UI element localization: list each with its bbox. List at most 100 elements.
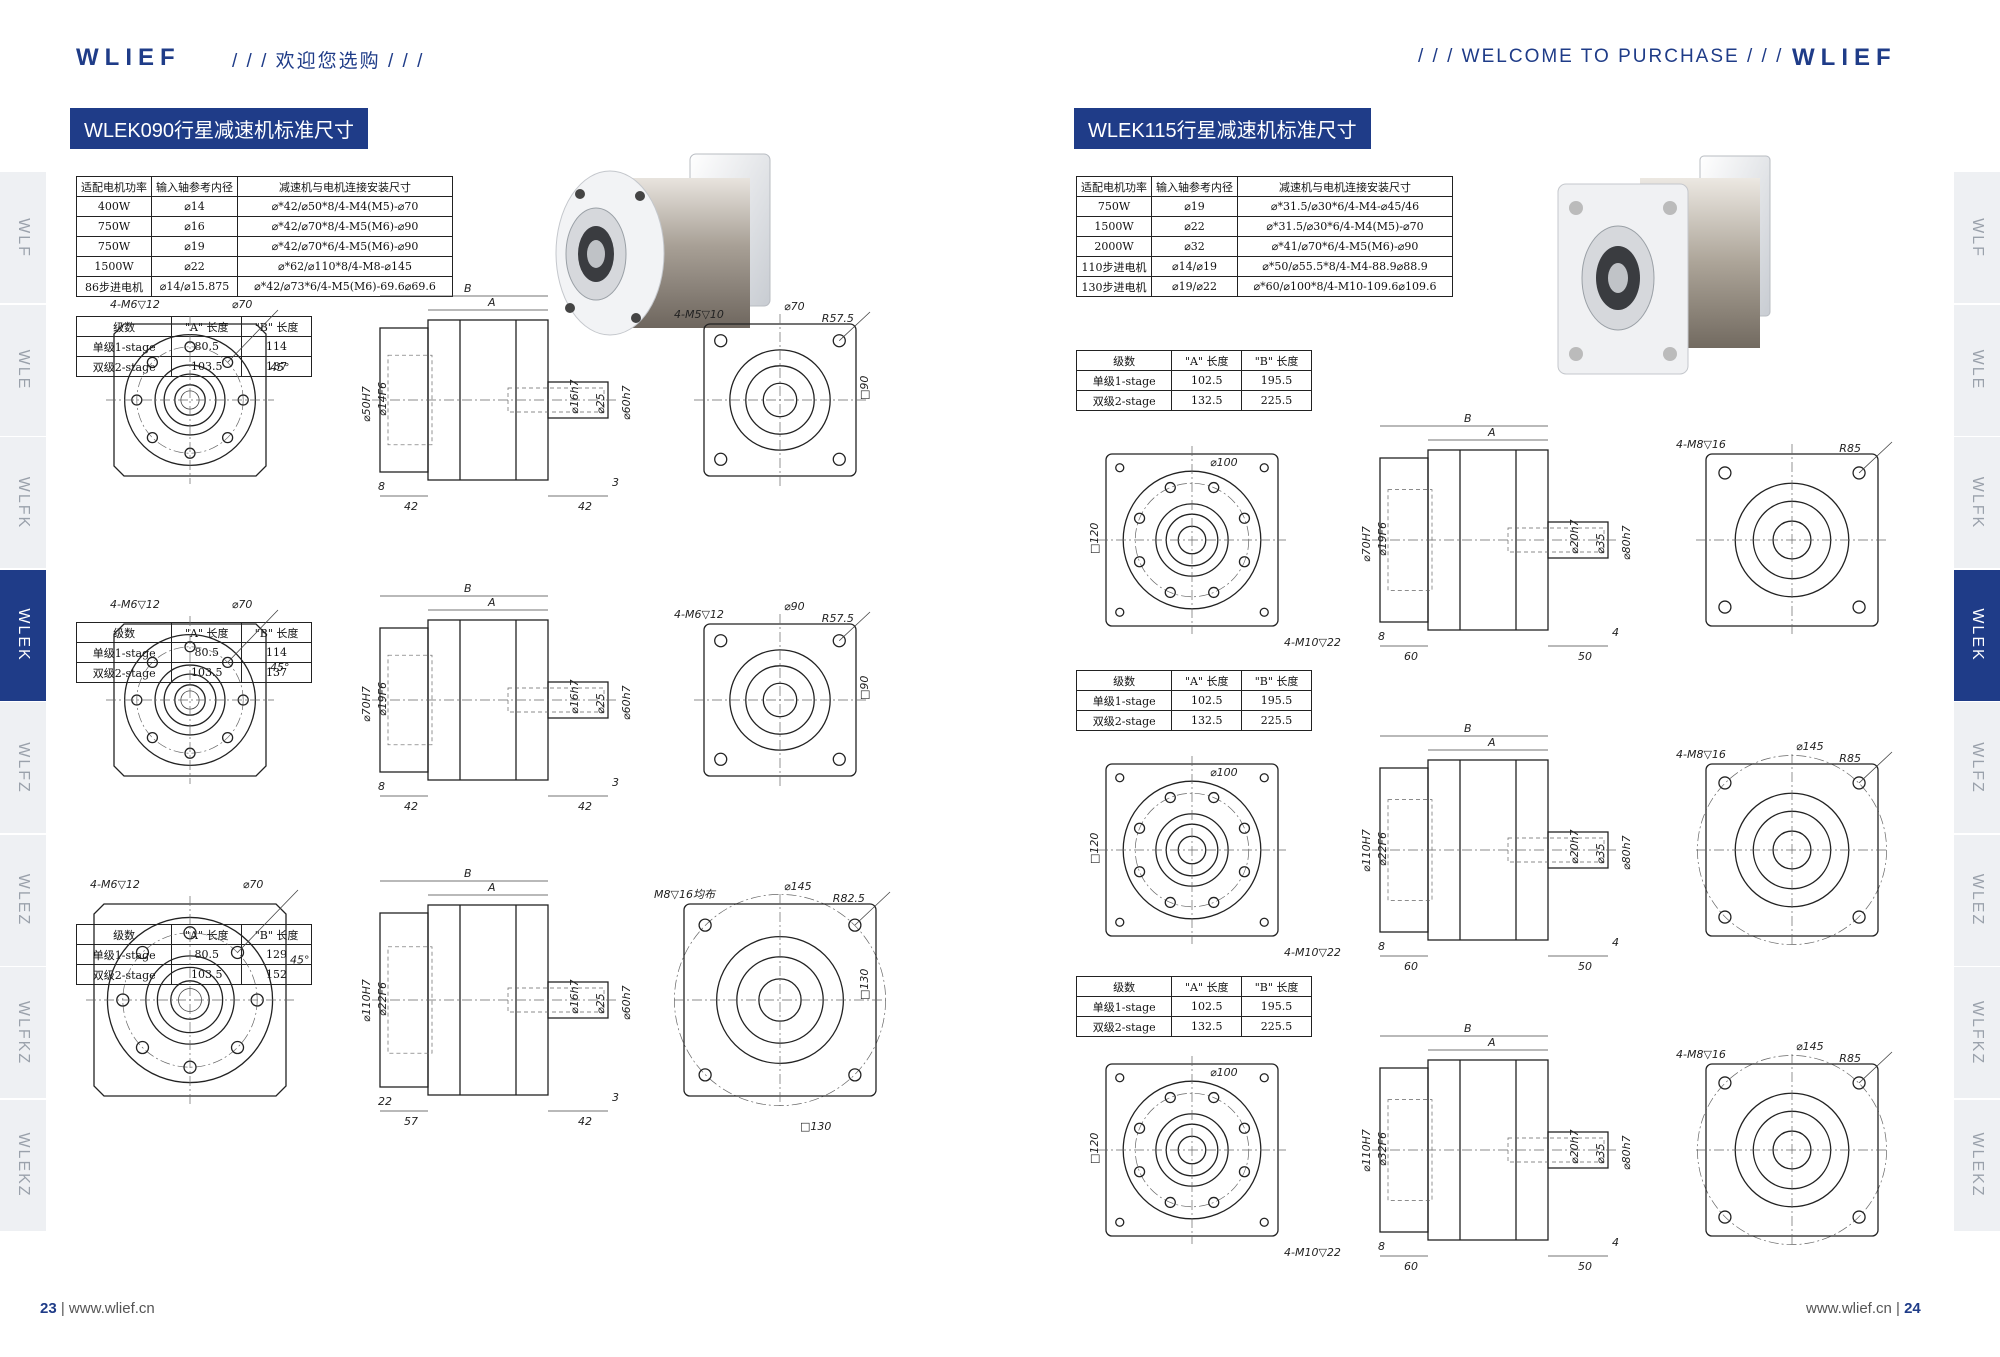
table-row: 400W⌀14⌀*42/⌀50*8/4-M4(M5)-⌀70 (76, 196, 453, 217)
mount-hole (698, 1068, 712, 1082)
side-tab-label: WLFZ (1969, 741, 1986, 794)
table-cell: ⌀19/⌀22 (1151, 276, 1238, 297)
length-a-label: A (1487, 426, 1496, 439)
side-tab-wlfk[interactable]: WLFK (1954, 437, 2000, 569)
length-a-label: A (1487, 1036, 1496, 1049)
pcd-label: ⌀70 (243, 878, 264, 891)
bolt-hole (1164, 791, 1176, 804)
table-cell: 102.5 (1171, 370, 1243, 391)
dim-label: 4 (1612, 936, 1619, 949)
table-header: 输入轴参考内径 (1151, 176, 1238, 197)
bore-label: ⌀110H7 (1360, 829, 1373, 872)
mount-hole (1852, 1076, 1866, 1090)
side-tab-label: WLFZ (15, 741, 32, 794)
rear-shaft (762, 382, 798, 418)
table-cell: 双级2-stage (75, 964, 173, 985)
side-tab-label: WLEK (15, 608, 32, 662)
table-cell: ⌀22 (1151, 216, 1238, 237)
rear-pilot (729, 649, 831, 751)
rear-hole-callout: M8▽16均布 (654, 888, 717, 901)
side-tab-wlfz[interactable]: WLFZ (1954, 702, 2000, 834)
length-b-label: B (1464, 722, 1472, 735)
dim-label: 42 (578, 800, 592, 813)
rear-pcd-label: ⌀145 (1796, 740, 1824, 753)
table-header: 适配电机功率 (1076, 176, 1152, 197)
rear-radius-label: R57.5 (822, 612, 854, 625)
angle-label: 45° (290, 954, 310, 967)
square-label: □90 (858, 676, 871, 700)
footer-right: www.wlief.cn | 24 (1806, 1300, 1921, 1317)
side-tab-wlfz[interactable]: WLFZ (0, 702, 46, 834)
dim-label: 8 (378, 780, 385, 793)
dim-label: 4 (1612, 626, 1619, 639)
table-cell: 102.5 (1171, 996, 1243, 1017)
side-tab-wlez[interactable]: WLEZ (1954, 834, 2000, 967)
table-cell: ⌀*42/⌀50*8/4-M4(M5)-⌀70 (237, 196, 453, 217)
table-header: 级数 (1075, 350, 1173, 371)
bore-label: ⌀70H7 (360, 686, 373, 722)
side-tab-wlez[interactable]: WLEZ (0, 834, 46, 967)
side-tab-wlfkz[interactable]: WLFKZ (1954, 967, 2000, 1099)
shaft-circle (170, 980, 210, 1020)
bolt-hole (1208, 586, 1220, 599)
leader-line (1858, 1051, 1893, 1084)
mount-hole (1718, 910, 1732, 924)
table-cell: ⌀*62/⌀110*8/4-M8-⌀145 (237, 256, 453, 277)
bore-label: ⌀32F6 (1376, 1132, 1389, 1166)
side-tab-wlf[interactable]: WLF (0, 172, 46, 304)
side-tab-wlekz[interactable]: WLEKZ (0, 1099, 46, 1232)
table-cell: ⌀14/⌀19 (1151, 256, 1238, 277)
side-tab-wlek[interactable]: WLEK (0, 569, 46, 702)
table-row: 110步进电机⌀14/⌀19⌀*50/⌀55.5*8/4-M4-88.9⌀88.… (1076, 256, 1453, 277)
header-slogan-left: / / / 欢迎您选购 / / / (232, 51, 425, 72)
side-tab-wlf[interactable]: WLF (1954, 172, 2000, 304)
rear-hole-callout: 4-M5▽10 (674, 308, 724, 321)
side-tab-label: WLF (15, 217, 32, 258)
side-tab-label: WLFKZ (1969, 1000, 1986, 1065)
side-tab-wlfk[interactable]: WLFK (0, 437, 46, 569)
bore-label: ⌀22F6 (1376, 832, 1389, 866)
mount-hole (832, 334, 846, 348)
bore-label: ⌀19F6 (1376, 522, 1389, 556)
table-cell: ⌀14 (151, 196, 238, 217)
mount-hole (1115, 917, 1125, 927)
table-cell: 103.5 (171, 964, 243, 985)
dim-label: 57 (404, 1115, 418, 1128)
bore-label: ⌀14F6 (376, 382, 389, 416)
rear-radius-label: R85 (1839, 442, 1861, 455)
footer-url-right: www.wlief.cn (1806, 1300, 1892, 1317)
bolt-hole (221, 656, 234, 669)
square-label: □120 (1088, 523, 1101, 554)
pcd-label: ⌀100 (1210, 1066, 1238, 1079)
mount-hole (1852, 600, 1866, 614)
dim-label: 3 (612, 1091, 619, 1104)
shaft-label: ⌀25 (594, 993, 607, 1014)
side-tab-label: WLFK (1969, 476, 1986, 529)
side-tab-wle[interactable]: WLE (0, 304, 46, 437)
bolt-hole (1164, 896, 1176, 909)
side-tab-wlekz[interactable]: WLEKZ (1954, 1099, 2000, 1232)
shaft-label: ⌀16h7 (568, 979, 581, 1014)
gearbox-product-image-right (1557, 155, 1771, 375)
side-tab-wlek[interactable]: WLEK (1954, 569, 2000, 702)
brand-logo-left: WLIEF (76, 44, 181, 71)
leader-line (227, 609, 279, 663)
mount-hole (1115, 1073, 1125, 1083)
pilot-label: ⌀80h7 (1620, 525, 1633, 560)
table-cell: ⌀*42/⌀73*6/4-M5(M6)-69.6⌀69.6 (237, 276, 453, 297)
bolt-hole (230, 1040, 245, 1055)
side-tab-wlfkz[interactable]: WLFKZ (0, 967, 46, 1099)
bolt-hole (146, 356, 159, 369)
table-cell: 132.5 (1171, 710, 1243, 731)
angle-label: 45° (270, 661, 290, 674)
rear-pcd-label: ⌀145 (1796, 1040, 1824, 1053)
leader-line (839, 611, 871, 642)
table-cell: 137 (241, 356, 312, 377)
leader-line (854, 891, 891, 926)
side-tab-wle[interactable]: WLE (1954, 304, 2000, 437)
table-cell: ⌀19 (1151, 196, 1238, 217)
